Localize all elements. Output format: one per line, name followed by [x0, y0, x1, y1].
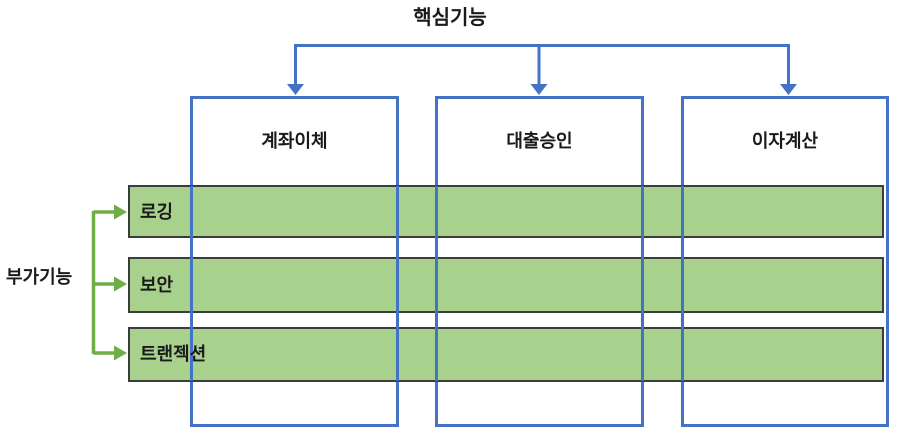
column-label-2: 대출승인 — [506, 131, 573, 151]
top-arrowhead-2 — [530, 84, 548, 95]
row-band-3 — [128, 327, 884, 382]
row-label-2: 보안 — [140, 275, 174, 295]
left-arrowhead-1 — [114, 204, 127, 220]
row-band-2 — [128, 257, 884, 313]
left-arrowhead-2 — [114, 276, 127, 292]
top-arrowhead-3 — [780, 84, 797, 95]
row-label-3: 트랜젝션 — [140, 344, 207, 364]
top-arrowhead-1 — [287, 84, 304, 95]
column-label-1: 계좌이체 — [261, 131, 328, 151]
row-label-1: 로깅 — [140, 202, 174, 222]
column-label-3: 이자계산 — [751, 131, 819, 151]
diagram-title: 핵심기능 — [413, 7, 487, 29]
side-label-additional-functions: 부가기능 — [6, 267, 73, 287]
left-arrowhead-3 — [114, 345, 127, 361]
row-band-1 — [128, 185, 884, 238]
